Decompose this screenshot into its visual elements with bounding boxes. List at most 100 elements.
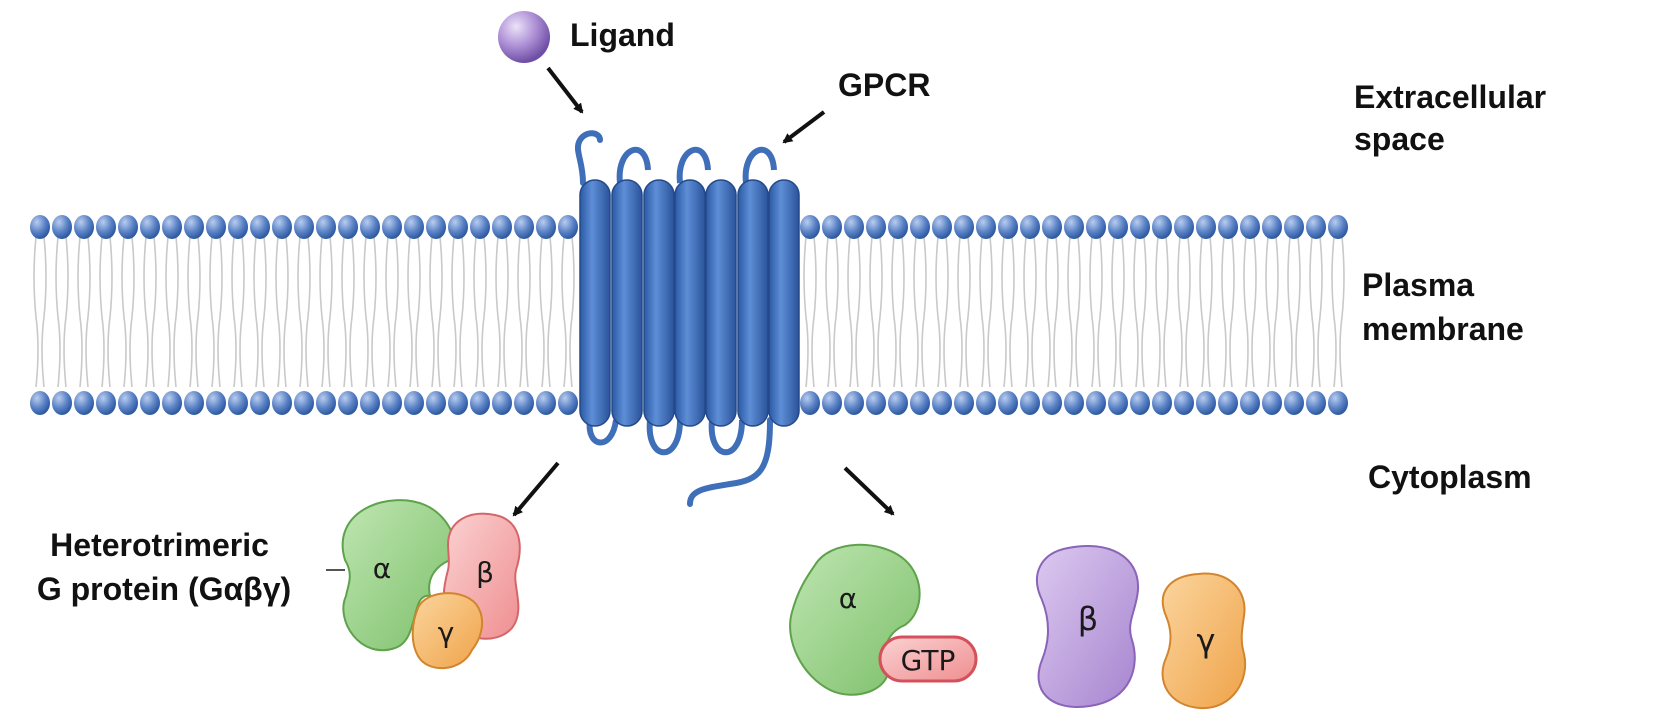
- lipid-tails: [517, 236, 531, 388]
- g-gamma-free-shape: [1161, 572, 1247, 710]
- lipid-head-outer: [338, 215, 358, 239]
- lipid-head-inner: [844, 391, 864, 415]
- lipid-tails: [1001, 236, 1015, 388]
- lipid-tails: [121, 236, 135, 388]
- transmembrane-helix-2: [611, 179, 643, 427]
- lipid-tails: [1111, 236, 1125, 388]
- lipid-tails: [231, 236, 245, 388]
- lipid-head-outer: [30, 215, 50, 239]
- lipid-head-inner: [1174, 391, 1194, 415]
- lipid-head-inner: [954, 391, 974, 415]
- lipid-tails: [143, 236, 157, 388]
- lipid-head-inner: [1218, 391, 1238, 415]
- transmembrane-helix-6: [737, 179, 769, 427]
- lipid-tails: [1221, 236, 1235, 388]
- lipid-head-inner: [1064, 391, 1084, 415]
- lipid-head-outer: [1086, 215, 1106, 239]
- lipid-head-inner: [1020, 391, 1040, 415]
- lipid-head-inner: [448, 391, 468, 415]
- lipid-head-inner: [1108, 391, 1128, 415]
- lipid-tails: [33, 236, 47, 388]
- lipid-head-inner: [800, 391, 820, 415]
- lipid-head-outer: [382, 215, 402, 239]
- arrow-to-heterotrimer: [512, 461, 560, 517]
- extracellular-line-1: Extracellular: [1354, 79, 1546, 115]
- lipid-tails: [1287, 236, 1301, 388]
- receptor-intracellular-loop-1: [586, 419, 619, 446]
- lipid-head-outer: [1130, 215, 1150, 239]
- lipid-head-inner: [52, 391, 72, 415]
- cytoplasm-label: Cytoplasm: [1368, 459, 1532, 495]
- lipid-head-outer: [1218, 215, 1238, 239]
- transmembrane-helix-7: [768, 179, 800, 427]
- lipid-head-outer: [360, 215, 380, 239]
- lipid-head-inner: [250, 391, 270, 415]
- heterotrimeric-g-protein: α β γ: [326, 499, 521, 670]
- lipid-head-inner: [1262, 391, 1282, 415]
- lipid-head-outer: [206, 215, 226, 239]
- lipid-head-outer: [1284, 215, 1304, 239]
- lipid-tails: [913, 236, 927, 388]
- lipid-tails: [1045, 236, 1059, 388]
- lipid-head-inner: [360, 391, 380, 415]
- g-beta-bound-symbol: β: [476, 556, 494, 589]
- lipid-head-outer: [800, 215, 820, 239]
- lipid-head-inner: [1196, 391, 1216, 415]
- lipid-tails: [1243, 236, 1257, 388]
- lipid-head-inner: [404, 391, 424, 415]
- lipid-head-outer: [96, 215, 116, 239]
- lipid-head-inner: [30, 391, 50, 415]
- lipid-head-outer: [272, 215, 292, 239]
- lipid-head-outer: [470, 215, 490, 239]
- lipid-head-inner: [1086, 391, 1106, 415]
- lipid-head-outer: [822, 215, 842, 239]
- lipid-head-inner: [910, 391, 930, 415]
- plasma-membrane-line-2: membrane: [1362, 311, 1524, 347]
- lipid-head-outer: [1174, 215, 1194, 239]
- receptor-intracellular-loop-2: [646, 419, 683, 456]
- lipid-head-outer: [228, 215, 248, 239]
- lipid-head-outer: [536, 215, 556, 239]
- lipid-head-inner: [1130, 391, 1150, 415]
- gtp-label: GTP: [901, 644, 956, 677]
- lipid-head-inner: [1152, 391, 1172, 415]
- lipid-head-outer: [910, 215, 930, 239]
- receptor-intracellular-loop-3: [708, 419, 745, 456]
- lipid-tails: [1155, 236, 1169, 388]
- lipid-tails: [957, 236, 971, 388]
- lipid-head-inner: [558, 391, 578, 415]
- lipid-head-inner: [1042, 391, 1062, 415]
- lipid-head-inner: [1306, 391, 1326, 415]
- lipid-head-outer: [1196, 215, 1216, 239]
- ligand-label: Ligand: [570, 17, 675, 53]
- receptor-extracellular-loop-3: [742, 146, 777, 184]
- transmembrane-helix-1: [579, 179, 611, 427]
- lipid-tails: [1089, 236, 1103, 388]
- lipid-tails: [473, 236, 487, 388]
- g-gamma-bound-shape: [411, 592, 484, 670]
- lipid-head-outer: [52, 215, 72, 239]
- lipid-head-inner: [272, 391, 292, 415]
- plasma-membrane-bilayer: [30, 215, 1348, 415]
- receptor-n-terminus: [574, 130, 603, 186]
- lipid-tails: [385, 236, 399, 388]
- lipid-head-inner: [998, 391, 1018, 415]
- lipid-head-inner: [140, 391, 160, 415]
- lipid-tails: [935, 236, 949, 388]
- lipid-head-outer: [954, 215, 974, 239]
- lipid-tails: [869, 236, 883, 388]
- lipid-head-outer: [1328, 215, 1348, 239]
- lipid-head-outer: [1042, 215, 1062, 239]
- g-beta-free-shape: [1036, 544, 1140, 708]
- lipid-tails: [275, 236, 289, 388]
- lipid-head-outer: [294, 215, 314, 239]
- lipid-tails: [891, 236, 905, 388]
- lipid-head-inner: [1240, 391, 1260, 415]
- lipid-head-outer: [74, 215, 94, 239]
- plasma-membrane-line-1: Plasma: [1362, 267, 1474, 303]
- g-beta-free-symbol: β: [1078, 600, 1098, 638]
- lipid-head-inner: [206, 391, 226, 415]
- lipid-head-inner: [294, 391, 314, 415]
- ligand-ball: [498, 11, 550, 63]
